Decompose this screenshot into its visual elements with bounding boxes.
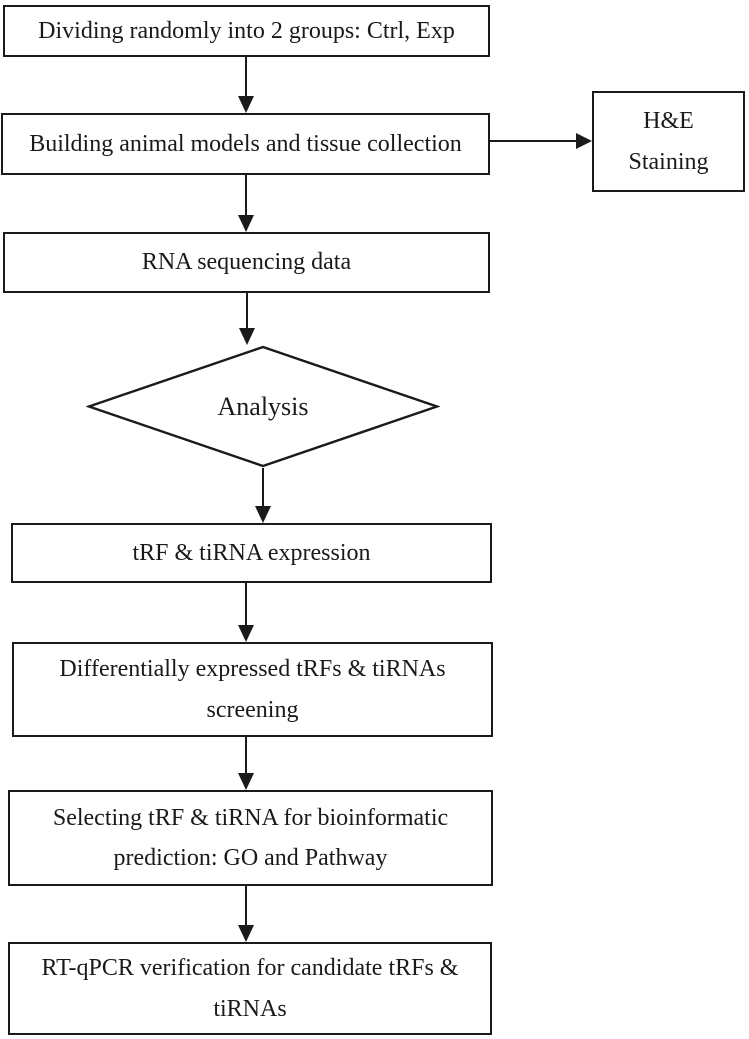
node-he-staining-label: H&E Staining <box>628 108 709 175</box>
diamond-shape <box>86 345 440 468</box>
arrow-screening-to-prediction-head-icon <box>238 773 254 790</box>
node-rna-sequencing: RNA sequencing data <box>3 232 490 293</box>
node-analysis-label: Analysis <box>217 391 309 421</box>
arrow-models-to-he-staining-shaft <box>490 140 576 142</box>
node-trf-tirna-expression: tRF & tiRNA expression <box>11 523 492 583</box>
node-trf-tirna-expression-label: tRF & tiRNA expression <box>132 539 371 566</box>
arrow-expression-to-screening-shaft <box>245 583 247 625</box>
node-he-staining: H&E Staining <box>592 91 745 192</box>
arrow-division-to-models-shaft <box>245 57 247 96</box>
node-group-division: Dividing randomly into 2 groups: Ctrl, E… <box>3 5 490 57</box>
node-animal-models: Building animal models and tissue collec… <box>1 113 490 175</box>
arrow-rna-to-analysis-shaft <box>246 293 248 328</box>
arrow-models-to-he-staining-head-icon <box>576 133 592 149</box>
arrow-screening-to-prediction-shaft <box>245 737 247 773</box>
node-animal-models-label: Building animal models and tissue collec… <box>29 130 462 157</box>
arrow-analysis-to-expression-shaft <box>262 468 264 506</box>
node-bioinformatic-prediction-label: Selecting tRF & tiRNA for bioinformatic … <box>52 804 449 871</box>
arrow-prediction-to-rtqpcr-head-icon <box>238 925 254 942</box>
arrow-analysis-to-expression-head-icon <box>255 506 271 523</box>
node-rna-sequencing-label: RNA sequencing data <box>141 249 352 276</box>
node-rtqpcr-verification: RT-qPCR verification for candidate tRFs … <box>8 942 492 1035</box>
arrow-models-to-rna-head-icon <box>238 215 254 232</box>
node-differential-screening-label: Differentially expressed tRFs & tiRNAs s… <box>59 656 446 723</box>
arrow-prediction-to-rtqpcr-shaft <box>245 886 247 925</box>
node-bioinformatic-prediction: Selecting tRF & tiRNA for bioinformatic … <box>8 790 493 886</box>
node-analysis: Analysis <box>86 344 440 469</box>
arrow-models-to-rna-shaft <box>245 175 247 215</box>
arrow-division-to-models-head-icon <box>238 96 254 113</box>
node-group-division-label: Dividing randomly into 2 groups: Ctrl, E… <box>38 17 455 44</box>
arrow-expression-to-screening-head-icon <box>238 625 254 642</box>
arrow-rna-to-analysis-head-icon <box>239 328 255 345</box>
node-differential-screening: Differentially expressed tRFs & tiRNAs s… <box>12 642 493 737</box>
node-rtqpcr-verification-label: RT-qPCR verification for candidate tRFs … <box>41 955 459 1022</box>
